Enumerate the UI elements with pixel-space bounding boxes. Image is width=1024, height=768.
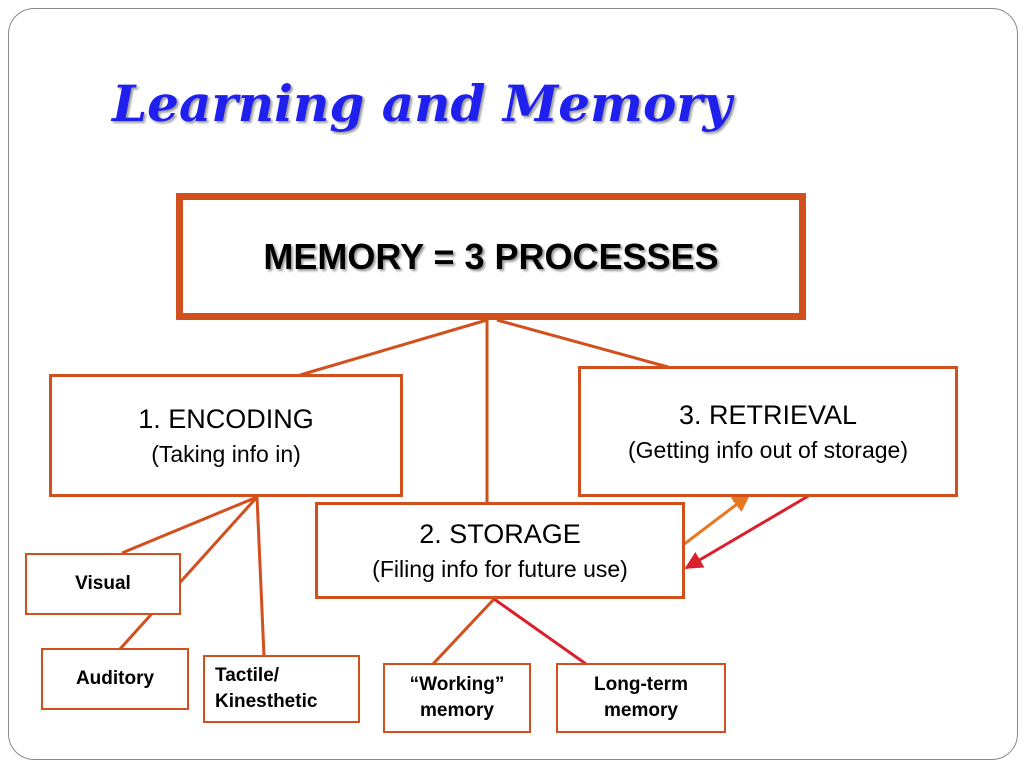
tactile-label-line1: Tactile/: [215, 665, 280, 686]
connector-encoding-to-tactile: [255, 496, 266, 657]
encoding-box: 1. ENCODING (Taking info in): [49, 374, 403, 497]
auditory-label: Auditory: [75, 668, 155, 689]
storage-label: 2. STORAGE: [419, 518, 581, 549]
connector-storage-to-working: [431, 597, 496, 666]
retrieval-label: 3. RETRIEVAL: [678, 399, 858, 430]
connector-storage-to-longterm: [493, 597, 587, 666]
retrieval-description: (Getting info out of storage): [628, 436, 908, 463]
auditory-box: Auditory: [41, 648, 189, 710]
long-term-memory-line1: Long-term: [594, 674, 688, 695]
memory-main-label: MEMORY = 3 PROCESSES: [263, 235, 719, 277]
arrow-retrieval-to-storage: [684, 493, 811, 570]
memory-main-box: MEMORY = 3 PROCESSES: [176, 193, 806, 320]
storage-description: (Filing info for future use): [372, 555, 628, 582]
working-memory-line1: “Working”: [409, 674, 505, 695]
long-term-memory-line2: memory: [604, 700, 678, 721]
retrieval-box: 3. RETRIEVAL (Getting info out of storag…: [578, 366, 958, 497]
tactile-kinesthetic-box: Tactile/ Kinesthetic: [203, 655, 360, 723]
tactile-label-line2: Kinesthetic: [215, 691, 318, 712]
long-term-memory-box: Long-term memory: [556, 663, 726, 733]
visual-box: Visual: [25, 553, 181, 615]
connector-main-to-encoding: [299, 318, 488, 377]
encoding-label: 1. ENCODING: [138, 403, 314, 434]
visual-label: Visual: [75, 573, 131, 594]
arrow-storage-to-retrieval: [682, 493, 751, 547]
working-memory-line2: memory: [420, 700, 494, 721]
encoding-description: (Taking info in): [151, 440, 301, 467]
working-memory-box: “Working” memory: [383, 663, 531, 733]
connector-main-to-retrieval: [496, 318, 669, 369]
page-title: Learning and Memory: [112, 74, 732, 133]
storage-box: 2. STORAGE (Filing info for future use): [315, 502, 685, 599]
connector-encoding-to-visual: [121, 495, 258, 555]
connector-encoding-to-auditory: [118, 495, 259, 651]
